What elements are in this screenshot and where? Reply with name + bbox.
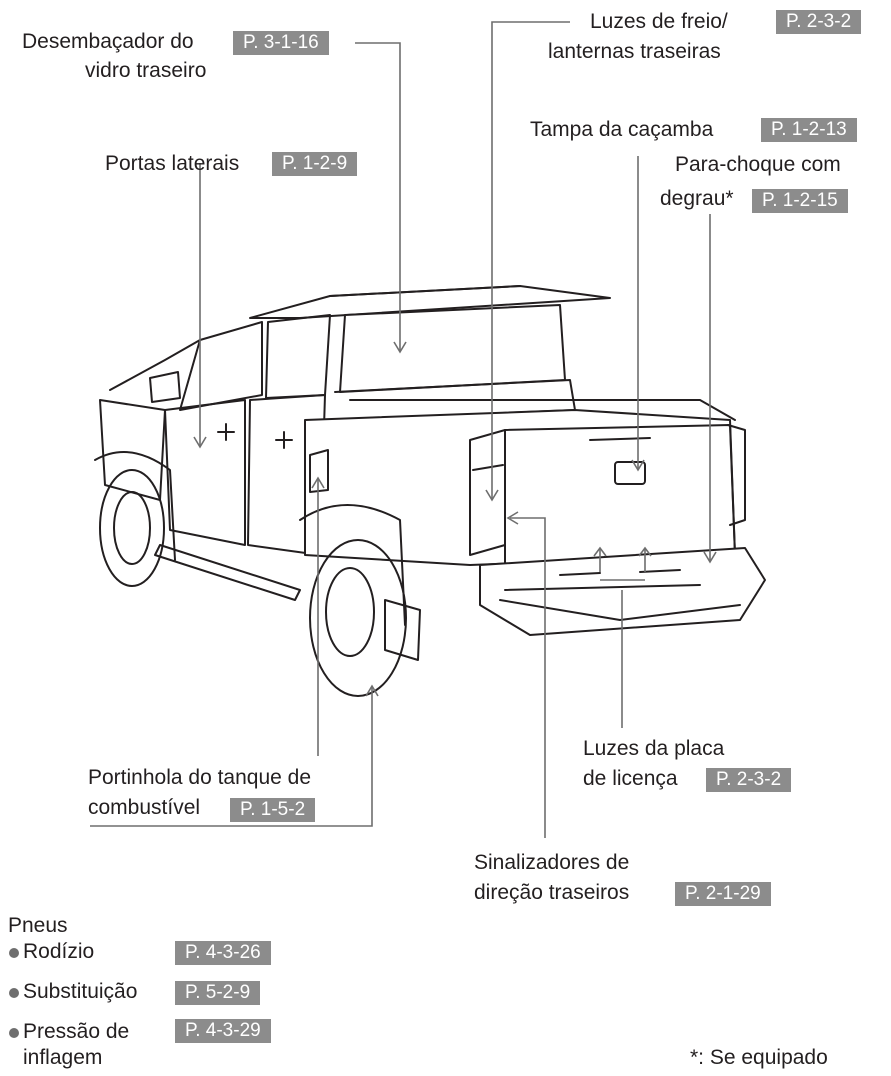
license-lights-ref[interactable]: P. 2-3-2: [706, 768, 792, 792]
tires-rotation-label: Rodízio: [23, 940, 95, 963]
fuel-door-label-line2: combustível: [88, 796, 201, 819]
tires-replacement-label: Substituição: [23, 980, 138, 1003]
tires-pressure-ref[interactable]: P. 4-3-29: [175, 1019, 271, 1043]
footnote: *: Se equipado: [690, 1046, 828, 1069]
tires-pressure-label-line1: Pressão de: [23, 1020, 130, 1043]
license-lights-label-line1: Luzes da placa: [583, 737, 725, 760]
license-lights-label-line2: de licença: [583, 767, 678, 790]
leader-rear-turn-signals: [510, 517, 546, 838]
brake-lights-label-line1: Luzes de freio/: [590, 10, 728, 33]
rear-defogger-ref[interactable]: P. 3-1-16: [233, 31, 329, 55]
tires-pressure-label-line2: inflagem: [23, 1046, 103, 1069]
rear-turn-signals-ref[interactable]: P. 2-1-29: [675, 882, 771, 906]
fuel-door-label-line1: Portinhola do tanque de: [88, 766, 312, 789]
step-bumper-ref[interactable]: P. 1-2-15: [752, 189, 848, 213]
step-bumper-label-line1: Para-choque com: [675, 153, 841, 176]
rear-defogger-label-line2: vidro traseiro: [85, 59, 207, 82]
rear-turn-signals-label-line2: direção traseiros: [474, 881, 630, 904]
step-bumper-label-line2: degrau*: [660, 187, 734, 210]
leader-tires: [90, 686, 373, 827]
brake-lights-label-line2: lanternas traseiras: [548, 40, 721, 63]
rear-defogger-label-line1: Desembaçador do: [22, 30, 194, 53]
brake-lights-ref[interactable]: P. 2-3-2: [776, 10, 862, 34]
fuel-door-ref[interactable]: P. 1-5-2: [230, 798, 316, 822]
tailgate-ref[interactable]: P. 1-2-13: [761, 118, 857, 142]
bullet-icon: [9, 948, 19, 958]
side-doors-ref[interactable]: P. 1-2-9: [272, 152, 358, 176]
bullet-icon: [9, 1028, 19, 1038]
bullet-icon: [9, 988, 19, 998]
tailgate-label: Tampa da caçamba: [530, 118, 714, 141]
tires-heading: Pneus: [8, 914, 68, 937]
leader-rear-defogger: [355, 42, 401, 352]
rear-turn-signals-label-line1: Sinalizadores de: [474, 851, 630, 874]
leader-brake-lights: [491, 21, 570, 500]
tires-replacement-ref[interactable]: P. 5-2-9: [175, 981, 261, 1005]
tires-rotation-ref[interactable]: P. 4-3-26: [175, 941, 271, 965]
side-doors-label: Portas laterais: [105, 152, 240, 175]
